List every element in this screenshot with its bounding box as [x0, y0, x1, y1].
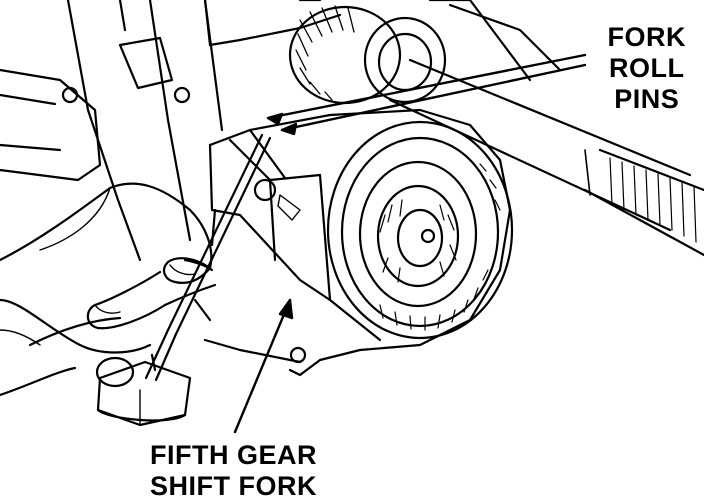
fork-roll-pins-line-1: FORK	[607, 22, 686, 52]
fifth-gear-shift-fork-line-2: SHIFT FORK	[150, 471, 317, 498]
fork-roll-pins-label: FORK ROLL PINS	[608, 22, 687, 115]
hammer	[95, 353, 192, 427]
fifth-gear-shift-fork-label: FIFTH GEAR SHIFT FORK	[150, 440, 317, 498]
fifth-gear	[326, 120, 514, 340]
fork-roll-pins-line-3: PINS	[614, 84, 680, 114]
pin-punch	[144, 133, 272, 382]
fifth-gear-shift-fork-line-1: FIFTH GEAR	[150, 440, 317, 470]
mainshaft	[388, 58, 704, 257]
technician-hand	[0, 182, 217, 397]
transmission-case	[0, 0, 562, 262]
leader-fifth-gear-shift-fork	[233, 298, 294, 434]
fifth-gear-assembly	[193, 108, 512, 377]
fork-roll-pins-line-2: ROLL	[609, 53, 685, 83]
leader-fork-roll-pins	[266, 53, 587, 136]
